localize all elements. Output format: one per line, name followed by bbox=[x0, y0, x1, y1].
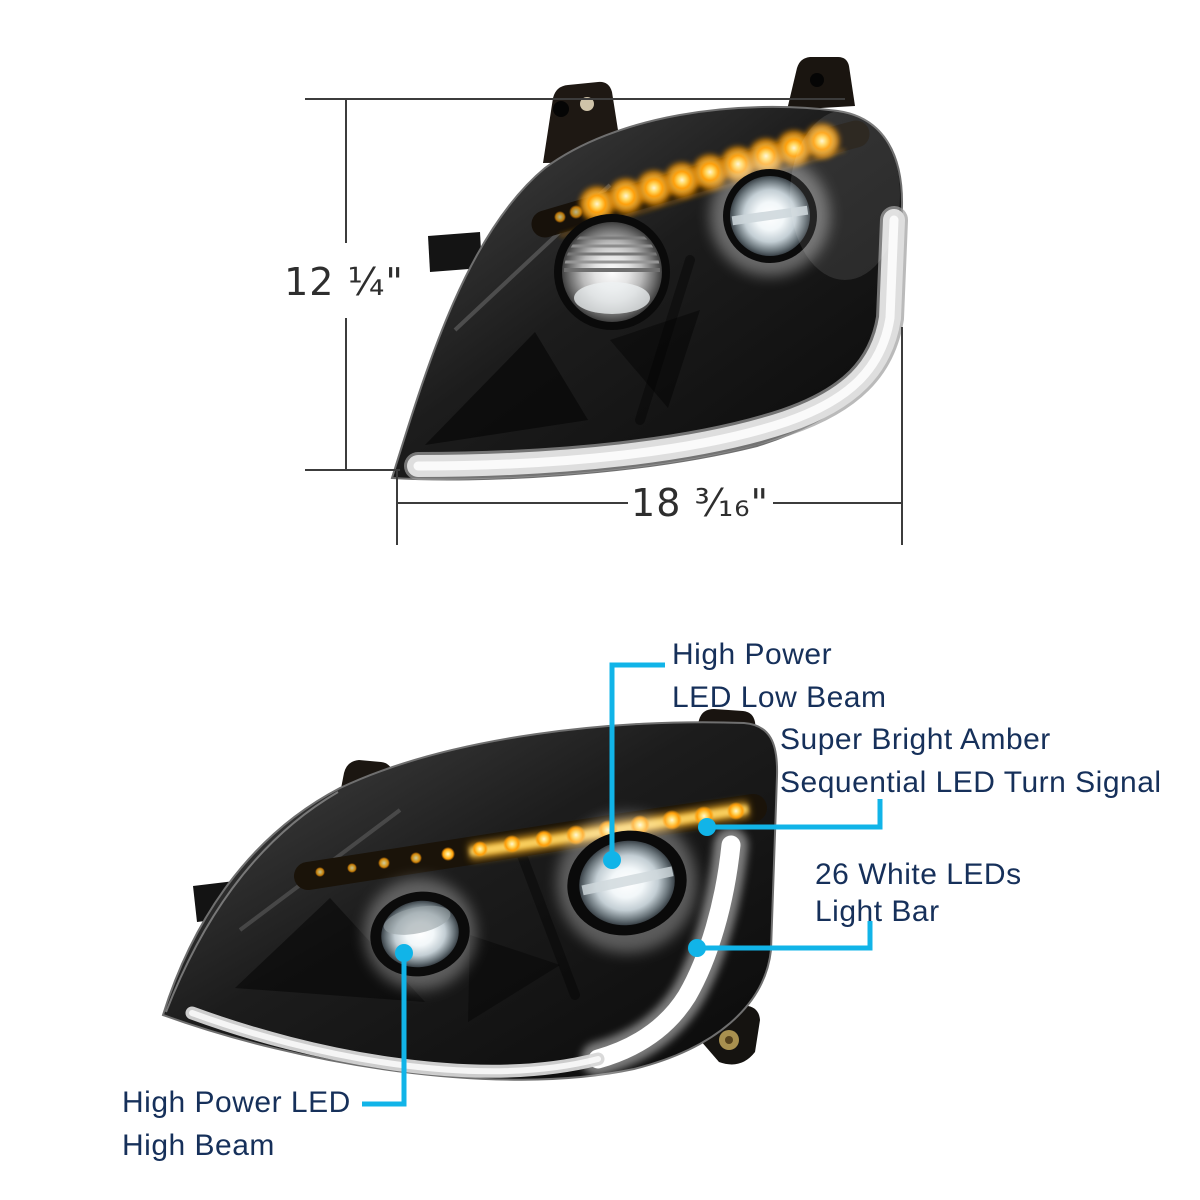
screw-center bbox=[725, 1036, 733, 1044]
low-beam-lens-ridges bbox=[564, 236, 660, 314]
callout-light-bar-label-line2: Light Bar bbox=[815, 895, 940, 928]
callout-low-beam-line bbox=[609, 662, 665, 860]
callout-turn-signal-line bbox=[707, 799, 883, 830]
housing-sheen bbox=[790, 110, 900, 280]
width-dimension-label: 18 ³⁄₁₆" bbox=[631, 481, 769, 525]
headlight-photo-bottom bbox=[161, 709, 779, 1081]
callout-light-bar-dot bbox=[688, 939, 706, 957]
chrome-light-bar-highlight bbox=[413, 215, 899, 471]
housing-facet bbox=[468, 935, 560, 1022]
light-bar bbox=[588, 835, 741, 1069]
amber-leds-top bbox=[554, 121, 842, 224]
headlight-photo-top bbox=[390, 57, 908, 481]
amber-led bbox=[810, 129, 834, 153]
amber-led bbox=[662, 810, 682, 830]
callout-turn-signal-label-line1: Super Bright Amber bbox=[780, 723, 1051, 756]
mounting-hole bbox=[810, 73, 824, 87]
amber-led-dim bbox=[347, 863, 357, 873]
housing-ridge bbox=[515, 845, 580, 1000]
amber-led-dim bbox=[569, 205, 583, 219]
callout-high-beam-dot bbox=[395, 944, 413, 962]
amber-led bbox=[782, 136, 806, 160]
callout-low-beam-label-line2: LED Low Beam bbox=[672, 681, 886, 714]
housing-facet bbox=[235, 898, 425, 1002]
mounting-hole bbox=[553, 101, 569, 117]
callout-light-bar-label-line1: 26 White LEDs bbox=[815, 858, 1022, 891]
callout-light-bar-line bbox=[697, 921, 873, 951]
amber-led bbox=[585, 192, 609, 216]
housing-facet bbox=[425, 332, 588, 445]
lens-divider bbox=[731, 205, 809, 226]
bottom-chrome-highlight bbox=[189, 1010, 601, 1075]
amber-led bbox=[698, 160, 722, 184]
housing-ridge bbox=[635, 255, 695, 425]
amber-led bbox=[503, 835, 521, 853]
callout-high-beam-line bbox=[362, 953, 407, 1107]
dimension-annotations: 12 ¼" 18 ³⁄₁₆" bbox=[284, 98, 903, 545]
callout-turn-signal-label-line2: Sequential LED Turn Signal bbox=[780, 766, 1162, 799]
side-tab bbox=[428, 232, 482, 272]
height-dimension-label: 12 ¼" bbox=[284, 260, 404, 304]
amber-led bbox=[472, 841, 488, 857]
amber-led-dim bbox=[554, 211, 566, 223]
amber-led bbox=[642, 176, 666, 200]
amber-led-dim bbox=[410, 852, 422, 864]
feature-callouts: High Power LED Low Beam Super Bright Amb… bbox=[122, 638, 1162, 1162]
amber-led-dim bbox=[378, 857, 390, 869]
callout-high-beam-label-line1: High Power LED bbox=[122, 1086, 351, 1119]
amber-led bbox=[614, 184, 638, 208]
amber-led bbox=[441, 847, 455, 861]
callout-low-beam-label-line1: High Power bbox=[672, 638, 832, 671]
lens-rim bbox=[165, 791, 339, 1013]
callout-high-beam-label-line2: High Beam bbox=[122, 1129, 275, 1162]
amber-led bbox=[727, 802, 745, 820]
amber-led bbox=[670, 168, 694, 192]
lens-ridges bbox=[383, 905, 451, 935]
housing-facet bbox=[610, 310, 700, 408]
callout-turn-signal-dot bbox=[698, 818, 716, 836]
amber-led-dim bbox=[315, 867, 325, 877]
lens-divider bbox=[581, 866, 674, 896]
amber-led bbox=[535, 830, 553, 848]
callout-low-beam-dot bbox=[603, 851, 621, 869]
mounting-hole bbox=[580, 97, 594, 111]
